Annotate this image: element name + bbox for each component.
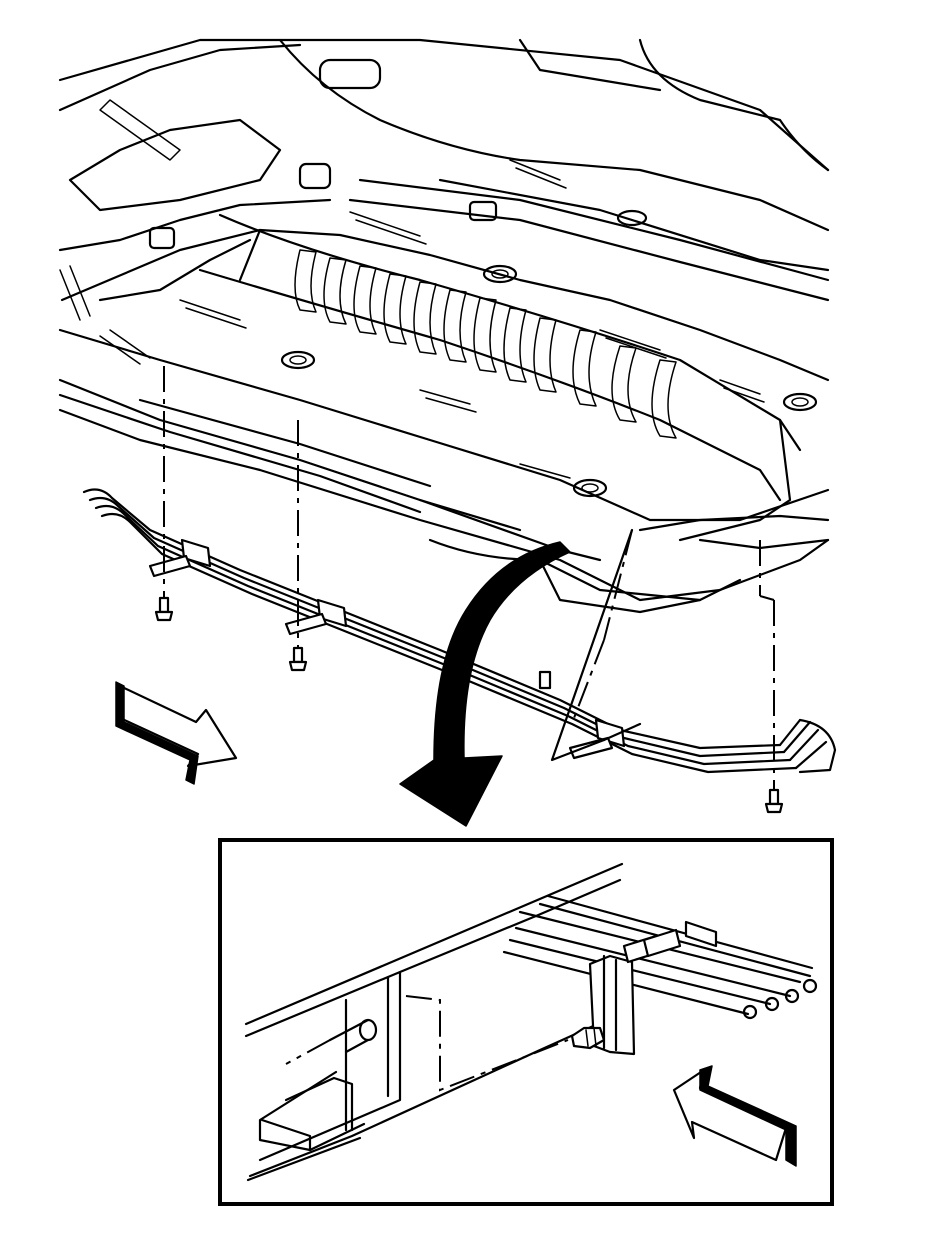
floor-slots <box>59 99 765 479</box>
floor-ribs <box>294 249 677 439</box>
front-direction-arrow-icon <box>115 681 238 785</box>
alignment-lines <box>163 366 775 790</box>
underbody-floor-pan <box>58 38 830 602</box>
zoom-arrow <box>399 541 571 827</box>
detail-inset <box>218 838 834 1206</box>
floor-holes <box>148 58 818 498</box>
fastener-bolt-1 <box>154 596 174 622</box>
fastener-bolt-3 <box>764 788 784 814</box>
frame-rail <box>58 378 830 614</box>
detail-callout-cone <box>550 528 642 762</box>
line-clips <box>148 538 626 760</box>
fastener-bolt-2 <box>288 646 308 672</box>
